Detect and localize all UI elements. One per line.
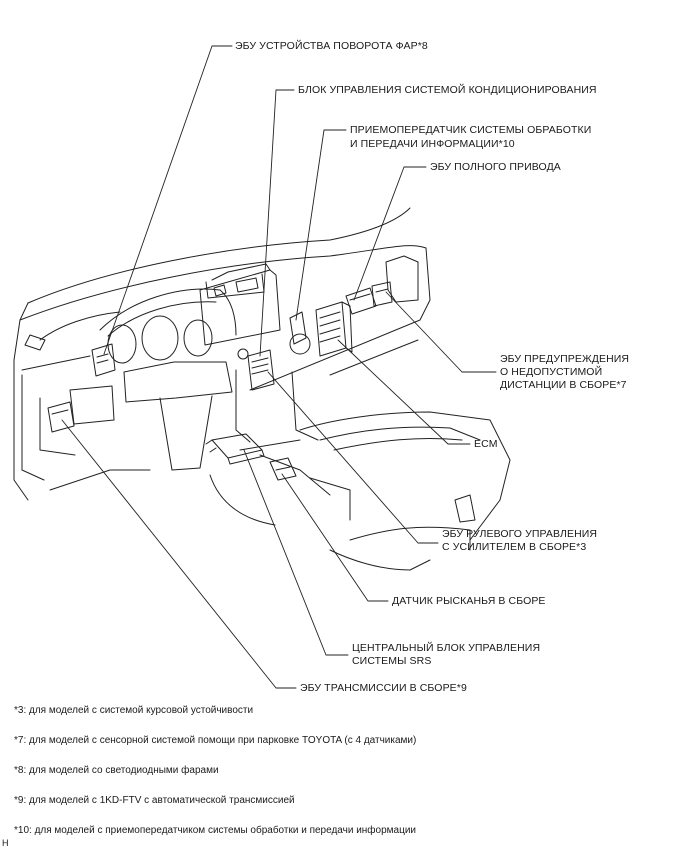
footnote-7: *7: для моделей с сенсорной системой пом… xyxy=(14,735,417,746)
srs-label-line1: ЦЕНТРАЛЬНЫЙ БЛОК УПРАВЛЕНИЯ xyxy=(352,642,541,654)
transmission-ecu-label: ЭБУ ТРАНСМИССИИ В СБОРЕ*9 xyxy=(300,682,467,694)
headlamp-swivel-ecu-label: ЭБУ УСТРОЙСТВА ПОВОРОТА ФАР*8 xyxy=(235,40,428,52)
awd-ecu-label: ЭБУ ПОЛНОГО ПРИВОДА xyxy=(430,161,561,173)
transmission-ecu-shape xyxy=(47,401,75,433)
leader-lines xyxy=(61,45,497,689)
ac-control-unit-label: БЛОК УПРАВЛЕНИЯ СИСТЕМОЙ КОНДИЦИОНИРОВАН… xyxy=(298,84,597,96)
ecm-label: ECM xyxy=(474,438,498,450)
power-steering-label-line2: С УСИЛИТЕЛЕМ В СБОРЕ*3 xyxy=(442,541,587,553)
srs-unit-shape xyxy=(205,433,265,465)
clearance-warning-label-line1: ЭБУ ПРЕДУПРЕЖДЕНИЯ xyxy=(500,353,630,365)
ac-control-unit-shape xyxy=(247,349,275,391)
headlamp-swivel-ecu-shape xyxy=(91,343,116,377)
power-steering-label-line1: ЭБУ РУЛЕВОГО УПРАВЛЕНИЯ xyxy=(442,528,598,540)
transceiver-shape xyxy=(289,311,307,345)
transceiver-label-line2: И ПЕРЕДАЧИ ИНФОРМАЦИИ*10 xyxy=(350,138,515,150)
awd-ecu-shape xyxy=(345,287,377,315)
clearance-warning-label-line3: ДИСТАНЦИИ В СБОРЕ*7 xyxy=(500,379,627,391)
yaw-rate-sensor-shape xyxy=(269,457,297,481)
clearance-warning-ecu-shape xyxy=(371,281,393,307)
footnote-3: *3: для моделей с системой курсовой усто… xyxy=(14,705,254,716)
transceiver-label-line1: ПРИЕМОПЕРЕДАТЧИК СИСТЕМЫ ОБРАБОТКИ xyxy=(350,124,592,136)
dashboard-outline xyxy=(13,207,511,571)
srs-label-line2: СИСТЕМЫ SRS xyxy=(352,655,432,667)
corner-mark: H xyxy=(2,838,9,848)
footnote-9: *9: для моделей с 1KD-FTV с автоматическ… xyxy=(14,795,295,806)
footnote-10: *10: для моделей с приемопередатчиком си… xyxy=(14,825,416,836)
footnote-8: *8: для моделей со светодиодными фарами xyxy=(14,765,219,776)
yaw-rate-sensor-label: ДАТЧИК РЫСКАНЬЯ В СБОРЕ xyxy=(392,595,546,607)
clearance-warning-label-line2: О НЕДОПУСТИМОЙ xyxy=(500,366,603,378)
